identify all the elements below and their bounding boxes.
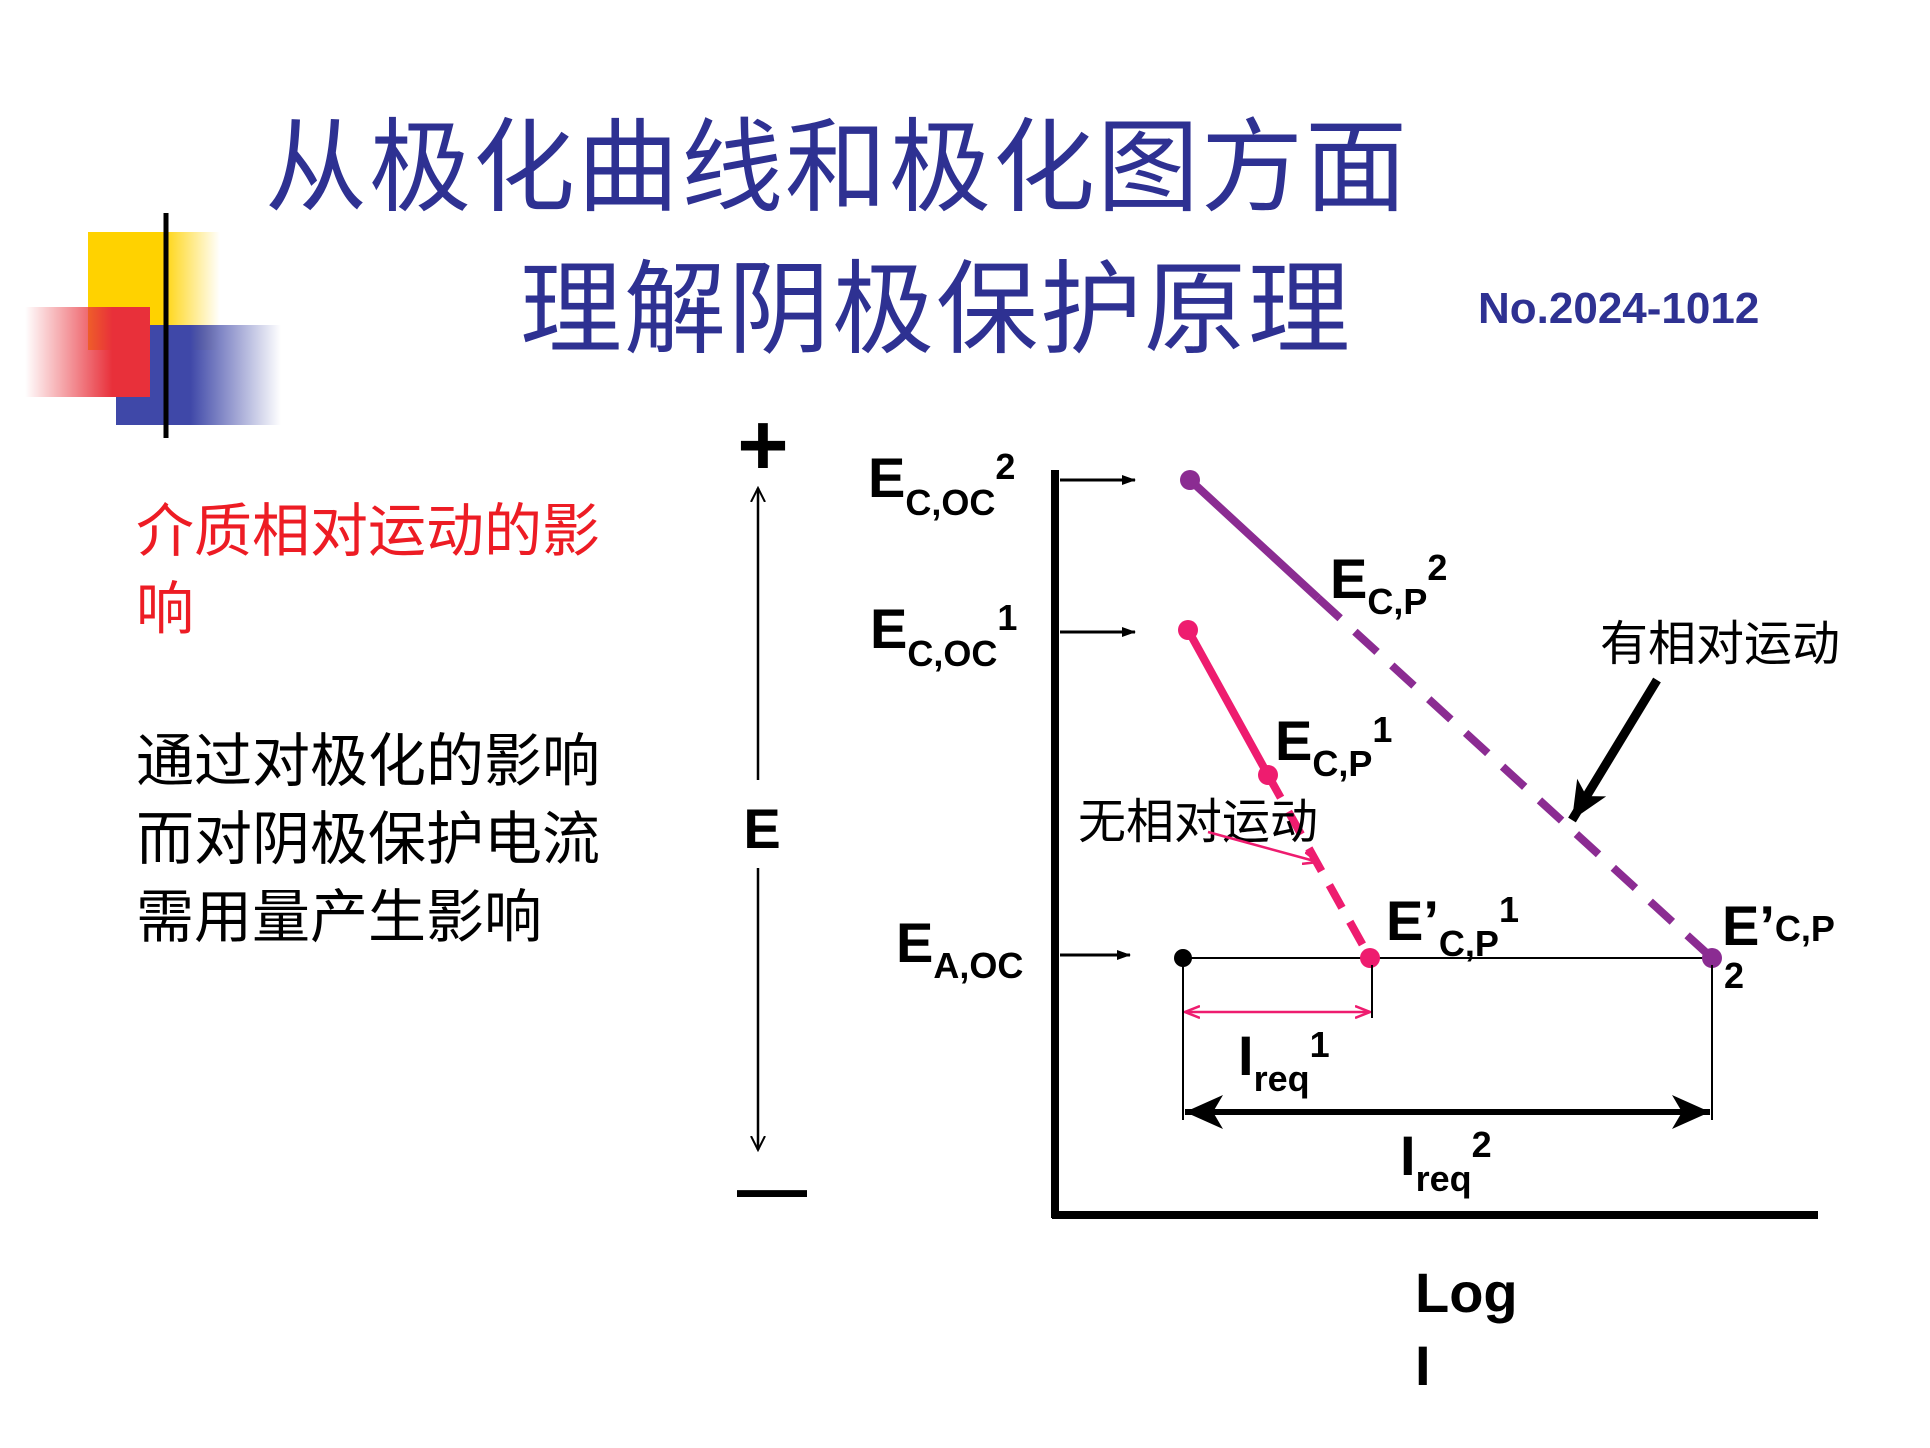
page-title-line2: 理解阴极保护原理 <box>520 251 1352 370</box>
side-heading: 介质相对运动的影响 <box>136 497 601 643</box>
title-decoration <box>25 213 1860 438</box>
x-axis-label-line1: Log <box>1415 1261 1518 1324</box>
point-e-coc2 <box>1180 470 1200 490</box>
x-axis-label-line2: I <box>1415 1334 1431 1397</box>
anodic-start-point <box>1174 949 1192 967</box>
curve-with-motion-dashed <box>1315 595 1715 961</box>
curve-no-motion-dashed <box>1264 773 1374 960</box>
point-e-prime-cp1 <box>1360 948 1380 968</box>
document-number: No.2024-1012 <box>1478 284 1760 333</box>
label-ireq2: Ireq2 <box>1400 1124 1492 1199</box>
side-body-text: 通过对极化的影响而对阴极保护电流需用量产生影响 <box>136 727 601 951</box>
annotation-with-motion: 有相对运动 <box>1600 616 1840 672</box>
label-eprime-cp1: E’C,P1 <box>1386 889 1519 964</box>
label-e-aoc: EA,OC <box>896 911 1023 986</box>
label-e-coc2: EC,OC2 <box>868 446 1015 523</box>
curve-with-motion-solid <box>1187 477 1321 601</box>
point-e-coc1 <box>1178 620 1198 640</box>
annotation-no-motion: 无相对运动 <box>1078 794 1318 850</box>
e-axis-label: E <box>743 797 780 860</box>
axis-minus-sign: — <box>737 1149 807 1227</box>
label-ireq1: Ireq1 <box>1238 1024 1330 1099</box>
curve-no-motion-solid <box>1184 628 1272 777</box>
point-e-cp1 <box>1258 765 1278 785</box>
label-eprime-cp2-sub: 2 <box>1724 955 1744 996</box>
arrow-with-motion <box>1568 677 1661 823</box>
arrow-no-motion <box>1207 830 1318 862</box>
label-eprime-cp2: E’C,P <box>1722 894 1835 957</box>
label-ecp2: EC,P2 <box>1330 547 1447 622</box>
page-title-line1: 从极化曲线和极化图方面 <box>265 109 1409 228</box>
point-e-prime-cp2 <box>1702 948 1722 968</box>
label-e-coc1: EC,OC1 <box>870 597 1017 674</box>
label-ecp1: EC,P1 <box>1275 709 1392 784</box>
axis-plus-sign: + <box>737 395 788 494</box>
